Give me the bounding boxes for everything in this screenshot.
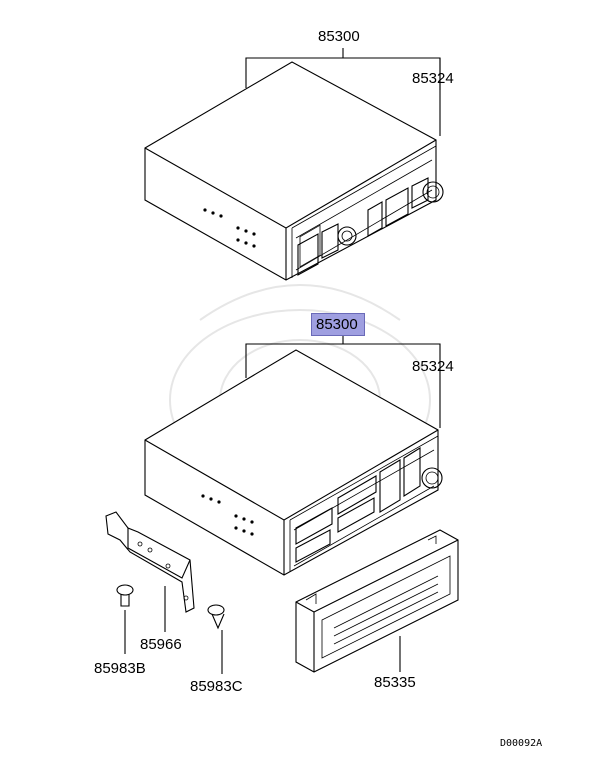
label-top-knob[interactable]: 85324: [412, 70, 454, 87]
label-panel[interactable]: 85335: [374, 674, 416, 691]
label-bracket[interactable]: 85966: [140, 636, 182, 653]
label-screw[interactable]: 85983C: [190, 678, 243, 695]
top-radio-unit: [144, 61, 444, 281]
label-bottom-unit-highlighted[interactable]: 85300: [311, 313, 365, 336]
diagram-code: D00092A: [500, 738, 543, 749]
label-bottom-knob[interactable]: 85324: [412, 358, 454, 375]
bolt: [116, 584, 134, 654]
label-top-unit[interactable]: 85300: [318, 28, 360, 45]
label-bolt[interactable]: 85983B: [94, 660, 146, 677]
screw: [207, 604, 225, 674]
bottom-radio-unit: [144, 349, 443, 576]
top-leaders: [245, 48, 441, 136]
front-panel: [295, 529, 459, 673]
bracket: [105, 511, 195, 632]
